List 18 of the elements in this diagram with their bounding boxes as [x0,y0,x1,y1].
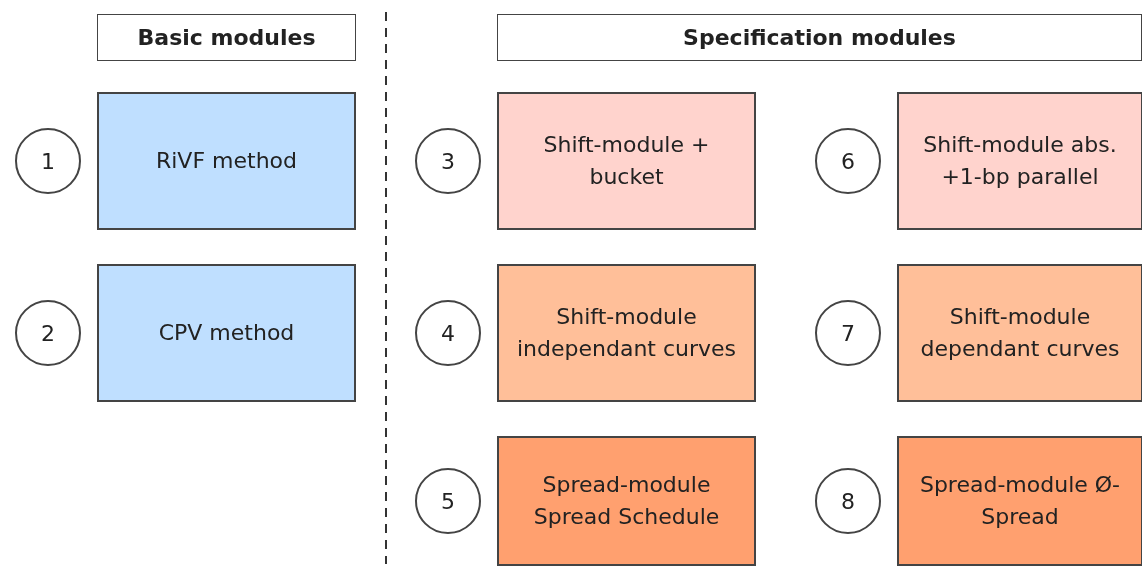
section-header: Basic modules [97,14,356,61]
number-circle: 1 [15,128,81,194]
number-circle: 2 [15,300,81,366]
module-box: Spread-module Spread Schedule [497,436,756,566]
module-box: Spread-module Ø-Spread [897,436,1142,566]
module-box: Shift-module dependant curves [897,264,1142,402]
number-circle: 8 [815,468,881,534]
number-circle: 4 [415,300,481,366]
number-circle: 3 [415,128,481,194]
number-circle: 7 [815,300,881,366]
module-box: RiVF method [97,92,356,230]
number-circle: 6 [815,128,881,194]
module-box: Shift-module abs. +1-bp parallel [897,92,1142,230]
number-circle: 5 [415,468,481,534]
module-box: CPV method [97,264,356,402]
section-header: Specification modules [497,14,1142,61]
module-box: Shift-module + bucket [497,92,756,230]
module-box: Shift-module independant curves [497,264,756,402]
